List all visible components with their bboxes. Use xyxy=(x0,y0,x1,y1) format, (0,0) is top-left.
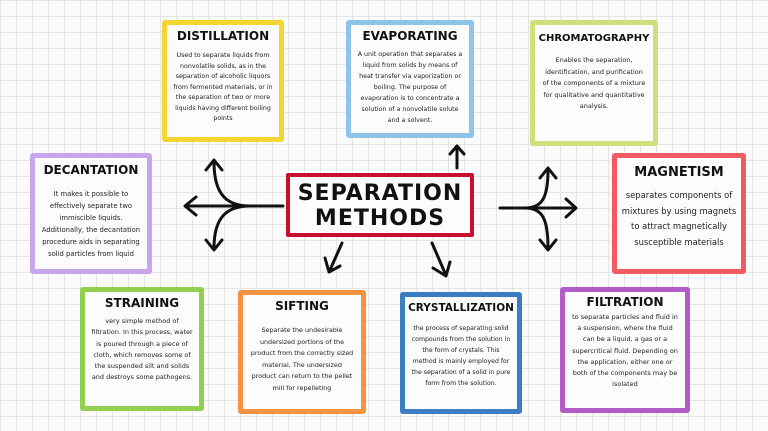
card-text: separates components of mixtures by usin… xyxy=(621,190,737,247)
card-decantation: DECANTATION It makes it possible to effe… xyxy=(30,153,152,274)
arrow-to-sifting xyxy=(323,241,344,274)
card-text: very simple method of filtration. In thi… xyxy=(91,317,193,382)
card-title: EVAPORATING xyxy=(362,29,458,43)
card-chromatography: CHROMATOGRAPHY Enables the separation, i… xyxy=(530,20,658,146)
card-evaporating: EVAPORATING A unit operation that separa… xyxy=(346,20,474,138)
arrow-to-decantation xyxy=(183,195,285,217)
arrow-to-magnetism xyxy=(498,197,578,219)
card-text: Enables the separation, identification, … xyxy=(542,56,646,110)
card-title: MAGNETISM xyxy=(634,165,724,180)
card-text: Used to separate liquids from nonvolatil… xyxy=(173,52,273,122)
arrow-to-distillation xyxy=(204,158,252,208)
arrow-to-filtration xyxy=(523,206,558,252)
arrow-to-crystallization xyxy=(430,241,452,278)
card-text: It makes it possible to effectively sepa… xyxy=(41,190,141,258)
card-filtration: FILTRATION to separate particles and flu… xyxy=(560,287,690,413)
card-title: CRYSTALLIZATION xyxy=(408,302,514,314)
card-text: the process of separating solid compound… xyxy=(411,325,511,387)
card-distillation: DISTILLATION Used to separate liquids fr… xyxy=(162,20,284,142)
card-text: Separate the undesirable undersized port… xyxy=(250,326,354,392)
card-title: STRAINING xyxy=(104,296,180,310)
card-magnetism: MAGNETISM separates components of mixtur… xyxy=(612,153,746,274)
card-text: A unit operation that separates a liquid… xyxy=(357,51,463,124)
card-title: CHROMATOGRAPHY xyxy=(538,33,650,44)
card-title: DISTILLATION xyxy=(176,29,270,43)
card-crystallization: CRYSTALLIZATION the process of separatin… xyxy=(400,292,522,414)
card-title: FILTRATION xyxy=(586,295,664,309)
central-title-line-1: SEPARATION xyxy=(297,181,463,206)
card-title: SIFTING xyxy=(275,299,329,313)
card-text: to separate particles and fluid in a sus… xyxy=(572,313,678,389)
central-title-line-2: METHODS xyxy=(314,206,446,231)
card-sifting: SIFTING Separate the undesirable undersi… xyxy=(238,290,366,414)
card-straining: STRAINING very simple method of filtrati… xyxy=(80,287,204,411)
arrow-to-evaporating xyxy=(448,144,466,170)
arrow-to-chromatography xyxy=(523,166,558,210)
central-topic-box: SEPARATION METHODS xyxy=(286,173,474,237)
arrow-to-straining xyxy=(204,204,252,252)
card-title: DECANTATION xyxy=(43,163,139,177)
